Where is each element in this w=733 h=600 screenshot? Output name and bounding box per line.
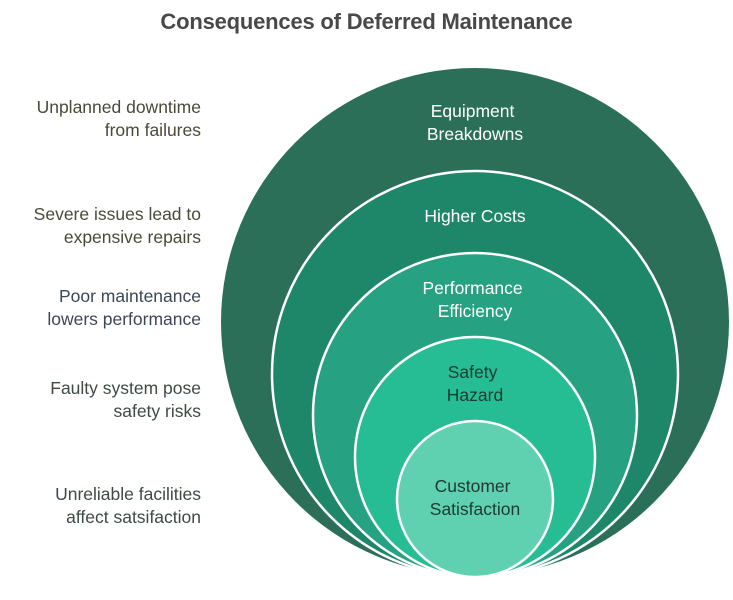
- description-line: Faulty system pose: [50, 378, 201, 398]
- description-line: affect satsifaction: [66, 507, 201, 527]
- description-equipment-breakdowns: Unplanned downtime from failures: [0, 96, 201, 142]
- description-line: from failures: [104, 120, 201, 140]
- description-safety-hazard: Faulty system pose safety risks: [0, 377, 201, 423]
- label-line: Hazard: [447, 385, 503, 405]
- description-line: Severe issues lead to: [33, 204, 201, 224]
- description-line: Poor maintenance: [58, 286, 201, 306]
- label-higher-costs: Higher Costs: [424, 206, 525, 226]
- label-equipment-breakdowns: Equipment Breakdowns: [427, 101, 524, 144]
- description-performance-efficiency: Poor maintenance lowers performance: [0, 285, 201, 331]
- label-line: Efficiency: [438, 301, 513, 321]
- label-line: Customer: [435, 476, 511, 496]
- description-line: Unplanned downtime: [36, 97, 201, 117]
- label-line: Breakdowns: [427, 124, 524, 144]
- description-higher-costs: Severe issues lead to expensive repairs: [0, 203, 201, 249]
- label-line: Equipment: [431, 101, 515, 121]
- label-line: Satisfaction: [430, 499, 520, 519]
- description-line: expensive repairs: [63, 227, 201, 247]
- circle-customer-satisfaction: [395, 419, 555, 579]
- diagram-title: Consequences of Deferred Maintenance: [160, 9, 573, 34]
- description-line: safety risks: [113, 401, 201, 421]
- label-customer-satisfaction: Customer Satisfaction: [430, 476, 520, 519]
- label-line: Higher Costs: [424, 206, 525, 226]
- description-line: lowers performance: [47, 309, 201, 329]
- description-customer-satisfaction: Unreliable facilities affect satsifactio…: [0, 483, 201, 529]
- layer-customer-satisfaction: Customer Satisfaction: [395, 419, 555, 579]
- description-line: Unreliable facilities: [55, 484, 201, 504]
- label-line: Performance: [422, 278, 522, 298]
- label-performance-efficiency: Performance Efficiency: [422, 278, 527, 321]
- label-safety-hazard: Safety Hazard: [447, 362, 503, 405]
- label-line: Safety: [448, 362, 498, 382]
